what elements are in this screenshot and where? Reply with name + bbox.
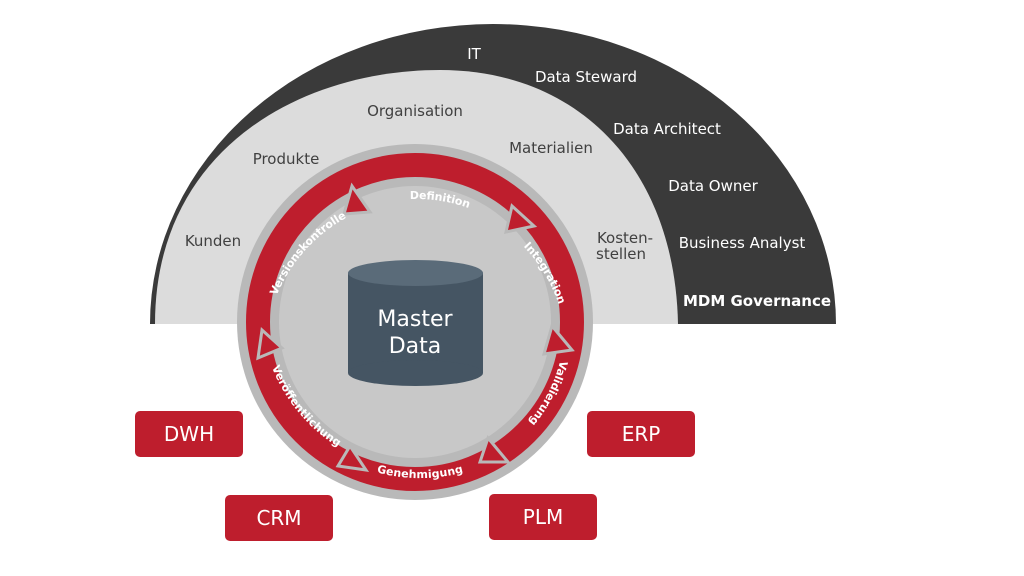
cycle-arrow-5 — [256, 327, 285, 361]
core-label-line2: Data — [389, 334, 442, 359]
role-data-architect: Data Architect — [613, 120, 721, 138]
governance-title: MDM Governance — [683, 292, 831, 310]
system-dwh: DWH — [135, 411, 243, 457]
domain-materialien: Materialien — [509, 139, 593, 157]
role-data-steward: Data Steward — [535, 68, 637, 86]
domain-organisation: Organisation — [367, 102, 463, 120]
cycle-arrow-1 — [504, 203, 538, 234]
cycle-arrow-6 — [341, 182, 373, 216]
database-icon — [348, 260, 483, 386]
domain-kostenstellen-line1: Kosten- — [597, 229, 653, 247]
role-data-owner: Data Owner — [668, 177, 758, 195]
system-erp: ERP — [587, 411, 695, 457]
system-crm: CRM — [225, 495, 333, 541]
cycle-arrow-4 — [335, 443, 370, 472]
domain-kostenstellen-line2: stellen — [596, 245, 646, 263]
role-it: IT — [467, 45, 481, 63]
domain-kunden: Kunden — [185, 232, 241, 250]
system-plm: PLM — [489, 494, 597, 540]
cycle-band — [246, 153, 584, 491]
domain-produkte: Produkte — [253, 150, 320, 168]
core-label-line1: Master — [377, 307, 453, 332]
cycle-arrow-3 — [477, 434, 512, 464]
cycle-step-genehmigung: Genehmigung — [376, 463, 464, 482]
role-business-analyst: Business Analyst — [679, 234, 806, 252]
cycle-arrow-2 — [541, 322, 575, 356]
